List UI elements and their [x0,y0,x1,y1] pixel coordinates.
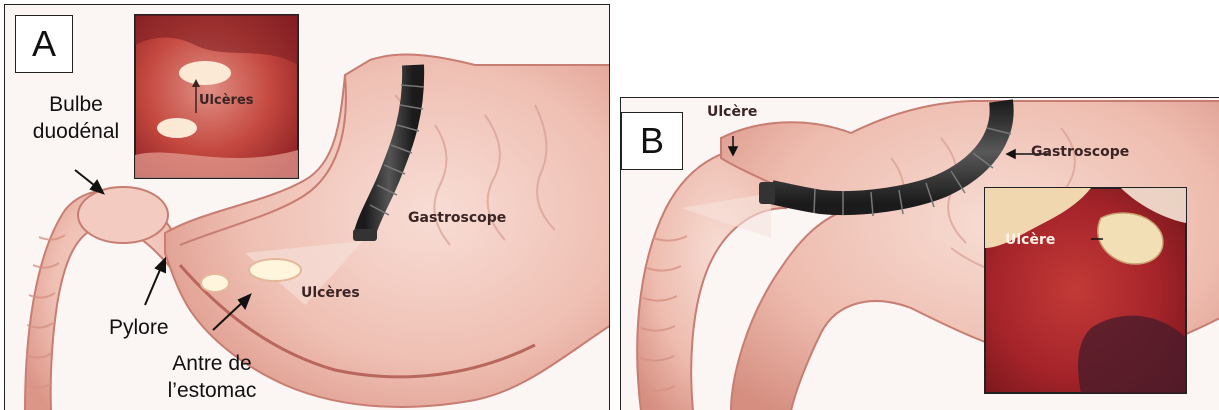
label-pylore: Pylore [109,314,169,341]
label-antre-line2: l’estomac [157,377,267,404]
label-antre-line1: Antre de [157,350,267,377]
ulcer-1 [249,259,301,281]
label-inset-ulcere: Ulcère [1005,232,1055,248]
panel-letter-a: A [15,15,73,73]
inset-photo-b [985,188,1186,393]
stomach-illustration-a [5,5,610,410]
panel-b: B Ulcère Gastroscope Ulcère [620,97,1219,410]
label-ulcere-b: Ulcère [707,104,757,120]
label-gastroscope-b: Gastroscope [1031,144,1129,160]
label-bulbe-line1: Bulbe [17,91,135,118]
label-gastroscope-a: Gastroscope [408,210,506,226]
label-bulbe-line2: duodénal [17,118,135,145]
panel-a: A Bulbe duodénal Pylore Antre de l’estom… [4,4,610,410]
label-antre-estomac: Antre de l’estomac [157,350,267,405]
ulcer-2 [201,274,229,292]
panel-letter-b: B [621,112,683,170]
label-inset-ulceres: Ulcères [199,93,254,108]
stomach-illustration-b [621,98,1219,410]
label-bulbe-duodenal: Bulbe duodénal [17,91,135,146]
label-ulceres: Ulcères [301,285,360,301]
